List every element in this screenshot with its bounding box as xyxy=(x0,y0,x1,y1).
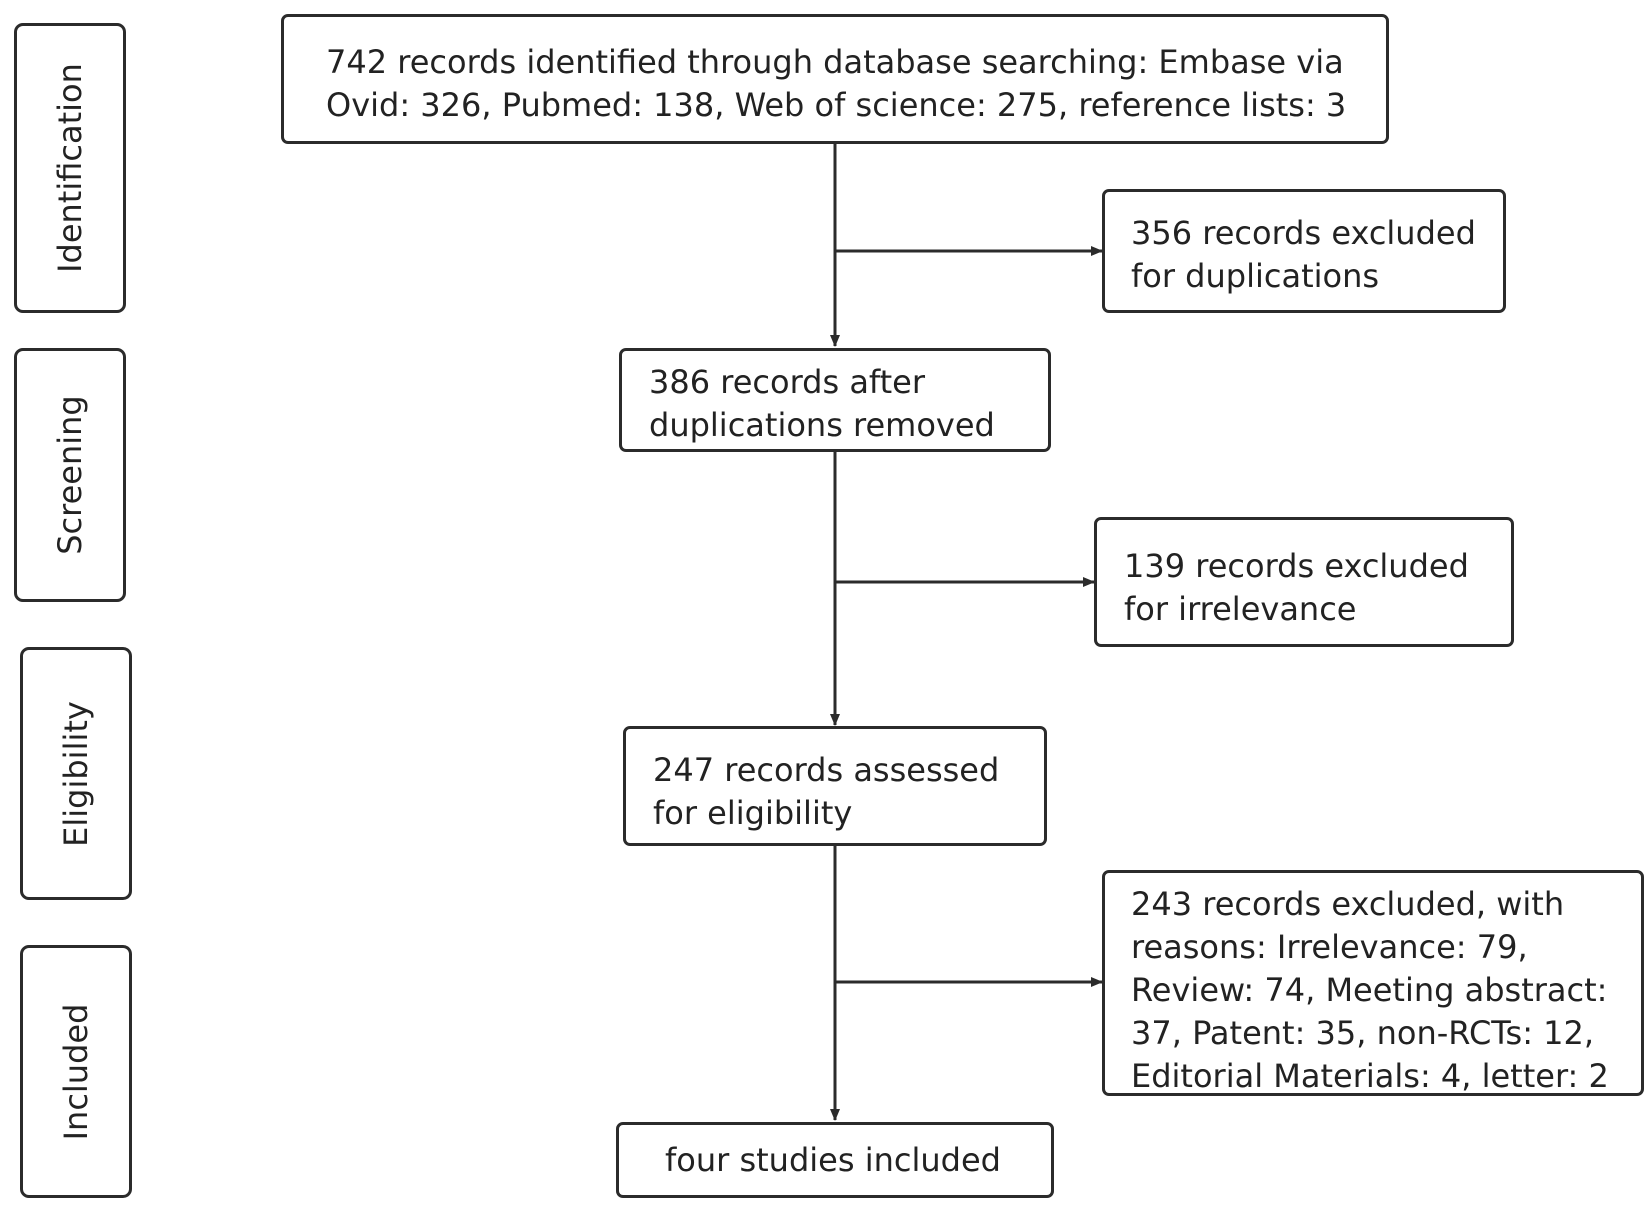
excluded-duplications-box: 356 records excluded for duplications xyxy=(1102,189,1506,313)
excluded-duplications-line-1: 356 records excluded xyxy=(1131,214,1476,252)
excluded-reasons-line-1: 243 records excluded, with xyxy=(1131,885,1565,923)
stage-screening: Screening xyxy=(14,348,126,602)
excluded-duplications-line-2: for duplications xyxy=(1131,257,1380,295)
stage-screening-label: Screening xyxy=(51,395,89,555)
excluded-irrelevance-line-1: 139 records excluded xyxy=(1124,547,1469,585)
after-duplications-line-2: duplications removed xyxy=(649,406,995,444)
excluded-reasons-line-2: reasons: Irrelevance: 79, xyxy=(1131,928,1528,966)
excluded-reasons-line-4: 37, Patent: 35, non-RCTs: 12, xyxy=(1131,1014,1595,1052)
after-duplications-box: 386 records after duplications removed xyxy=(619,348,1051,452)
stage-eligibility: Eligibility xyxy=(20,647,132,900)
stage-included-label: Included xyxy=(57,1003,95,1140)
excluded-reasons-line-3: Review: 74, Meeting abstract: xyxy=(1131,971,1608,1009)
stage-included: Included xyxy=(20,945,132,1198)
excluded-irrelevance-box: 139 records excluded for irrelevance xyxy=(1094,517,1514,647)
excluded-irrelevance-line-2: for irrelevance xyxy=(1124,590,1357,628)
stage-eligibility-label: Eligibility xyxy=(57,700,95,847)
excluded-reasons-line-5: Editorial Materials: 4, letter: 2 xyxy=(1131,1057,1609,1095)
after-duplications-line-1: 386 records after xyxy=(649,363,926,401)
stage-identification-label: Identification xyxy=(51,63,89,273)
included-line-1: four studies included xyxy=(665,1141,1001,1179)
included-box: four studies included xyxy=(616,1122,1054,1198)
identified-box: 742 records identified through database … xyxy=(281,14,1389,144)
assessed-eligibility-line-1: 247 records assessed xyxy=(653,751,1000,789)
stage-identification: Identification xyxy=(14,23,126,313)
assessed-eligibility-line-2: for eligibility xyxy=(653,794,853,832)
identified-line-1: 742 records identified through database … xyxy=(326,43,1344,81)
identified-line-2: Ovid: 326, Pubmed: 138, Web of science: … xyxy=(326,86,1347,124)
excluded-reasons-box: 243 records excluded, with reasons: Irre… xyxy=(1102,870,1644,1096)
assessed-eligibility-box: 247 records assessed for eligibility xyxy=(623,726,1047,846)
